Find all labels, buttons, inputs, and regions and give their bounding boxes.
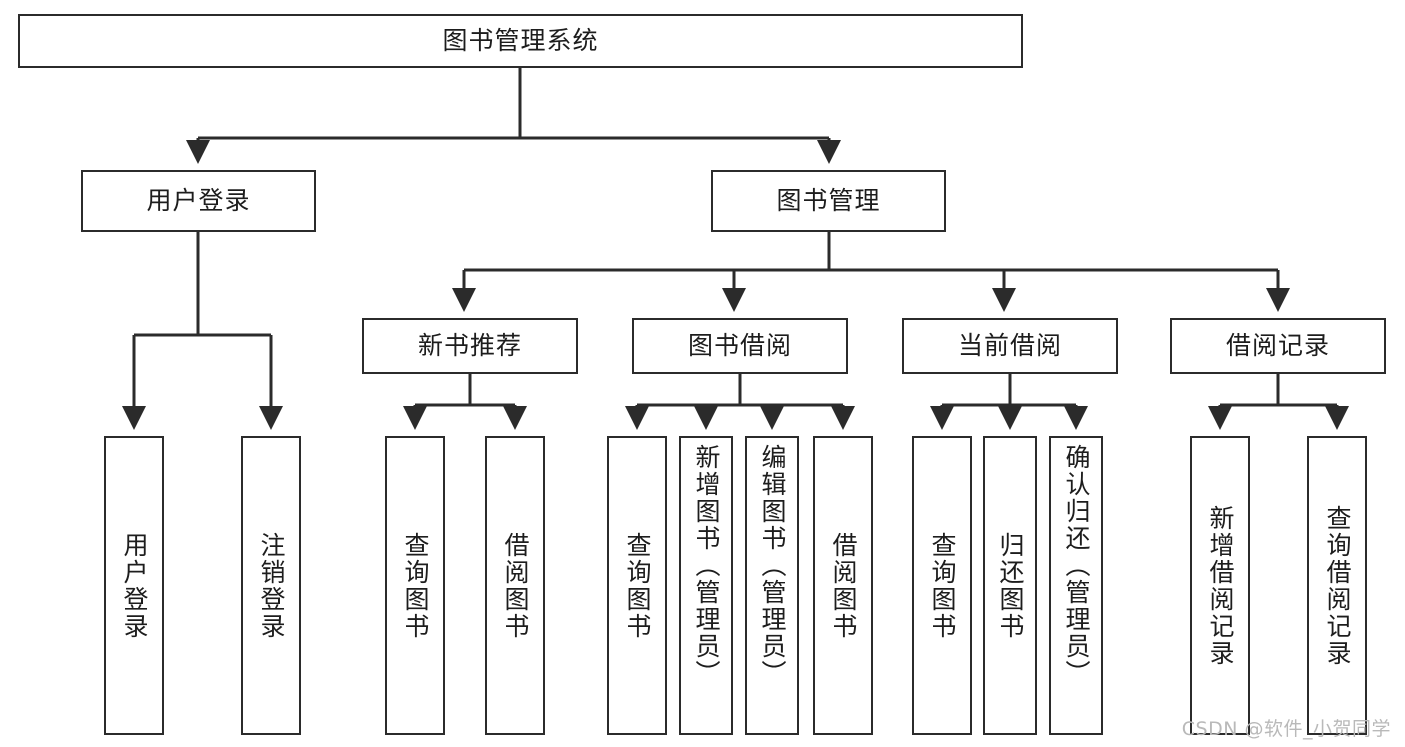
- node-root-label: 图书管理系统: [442, 26, 599, 56]
- node-borrowing-records-label: 借阅记录: [1225, 331, 1330, 361]
- leaf-node[interactable]: 新增借阅记录: [1190, 436, 1250, 735]
- node-current-borrowing[interactable]: 当前借阅: [902, 318, 1118, 374]
- leaf-node[interactable]: 确认归还（管理员）: [1049, 436, 1103, 735]
- leaf-node-label: 新增图书（管理员）: [692, 444, 721, 687]
- node-root[interactable]: 图书管理系统: [18, 14, 1023, 68]
- leaf-node-label: 确认归还（管理员）: [1062, 444, 1091, 687]
- leaf-node-label: 注销登录: [257, 531, 286, 640]
- leaf-node[interactable]: 注销登录: [241, 436, 301, 735]
- leaf-node[interactable]: 新增图书（管理员）: [679, 436, 733, 735]
- leaf-node[interactable]: 借阅图书: [813, 436, 873, 735]
- leaf-node-label: 查询图书: [401, 531, 430, 640]
- leaf-node-label: 借阅图书: [829, 531, 858, 640]
- leaf-node[interactable]: 查询图书: [912, 436, 972, 735]
- node-current-borrowing-label: 当前借阅: [957, 331, 1062, 361]
- leaf-node-label: 归还图书: [996, 531, 1025, 640]
- leaf-node-label: 编辑图书（管理员）: [758, 444, 787, 687]
- leaf-node[interactable]: 查询借阅记录: [1307, 436, 1367, 735]
- node-user-login-label: 用户登录: [146, 186, 251, 216]
- node-book-borrowing-label: 图书借阅: [687, 331, 792, 361]
- leaf-node[interactable]: 归还图书: [983, 436, 1037, 735]
- leaf-node[interactable]: 查询图书: [607, 436, 667, 735]
- leaf-node-label: 借阅图书: [501, 531, 530, 640]
- node-new-book-recommendation[interactable]: 新书推荐: [362, 318, 578, 374]
- leaf-node-label: 新增借阅记录: [1206, 504, 1235, 667]
- node-book-borrowing[interactable]: 图书借阅: [632, 318, 848, 374]
- leaf-node-label: 用户登录: [120, 531, 149, 640]
- node-book-management[interactable]: 图书管理: [711, 170, 946, 232]
- leaf-node[interactable]: 借阅图书: [485, 436, 545, 735]
- node-new-book-recommendation-label: 新书推荐: [417, 331, 522, 361]
- leaf-node-label: 查询图书: [623, 531, 652, 640]
- leaf-node-label: 查询借阅记录: [1323, 504, 1352, 667]
- node-book-management-label: 图书管理: [776, 186, 881, 216]
- leaf-node-label: 查询图书: [928, 531, 957, 640]
- leaf-node[interactable]: 查询图书: [385, 436, 445, 735]
- node-user-login[interactable]: 用户登录: [81, 170, 316, 232]
- node-borrowing-records[interactable]: 借阅记录: [1170, 318, 1386, 374]
- leaf-node[interactable]: 编辑图书（管理员）: [745, 436, 799, 735]
- leaf-node[interactable]: 用户登录: [104, 436, 164, 735]
